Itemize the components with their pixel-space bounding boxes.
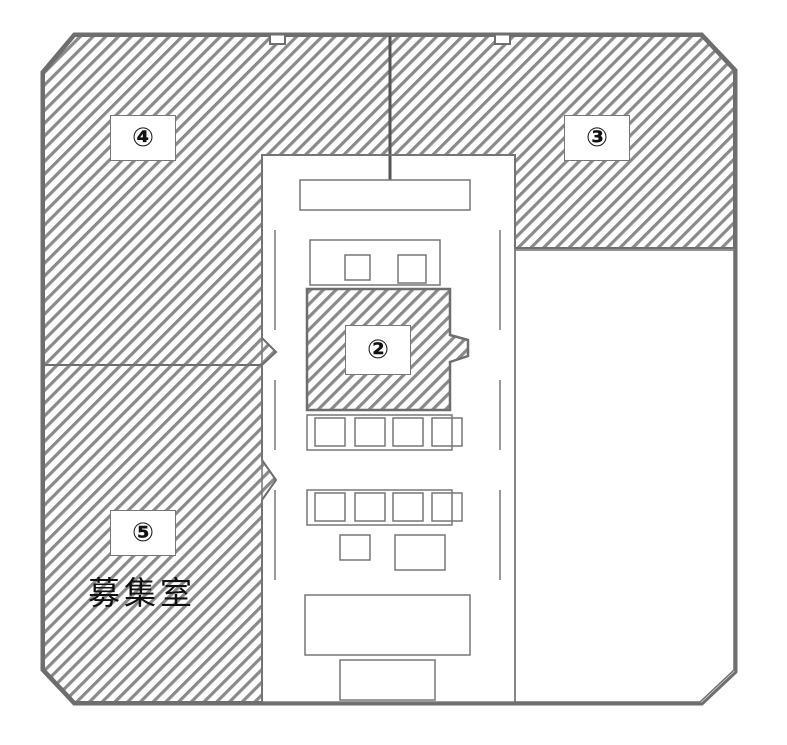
zone-4-label: ④ [110, 115, 176, 161]
zone-5-label: ⑤ [110, 510, 176, 556]
zone-2-label: ② [345, 325, 411, 375]
zone-3-label: ③ [564, 115, 630, 161]
recruiting-room-note: 募集室 [88, 574, 197, 612]
building-core [261, 154, 516, 703]
vacant-area [514, 249, 735, 703]
